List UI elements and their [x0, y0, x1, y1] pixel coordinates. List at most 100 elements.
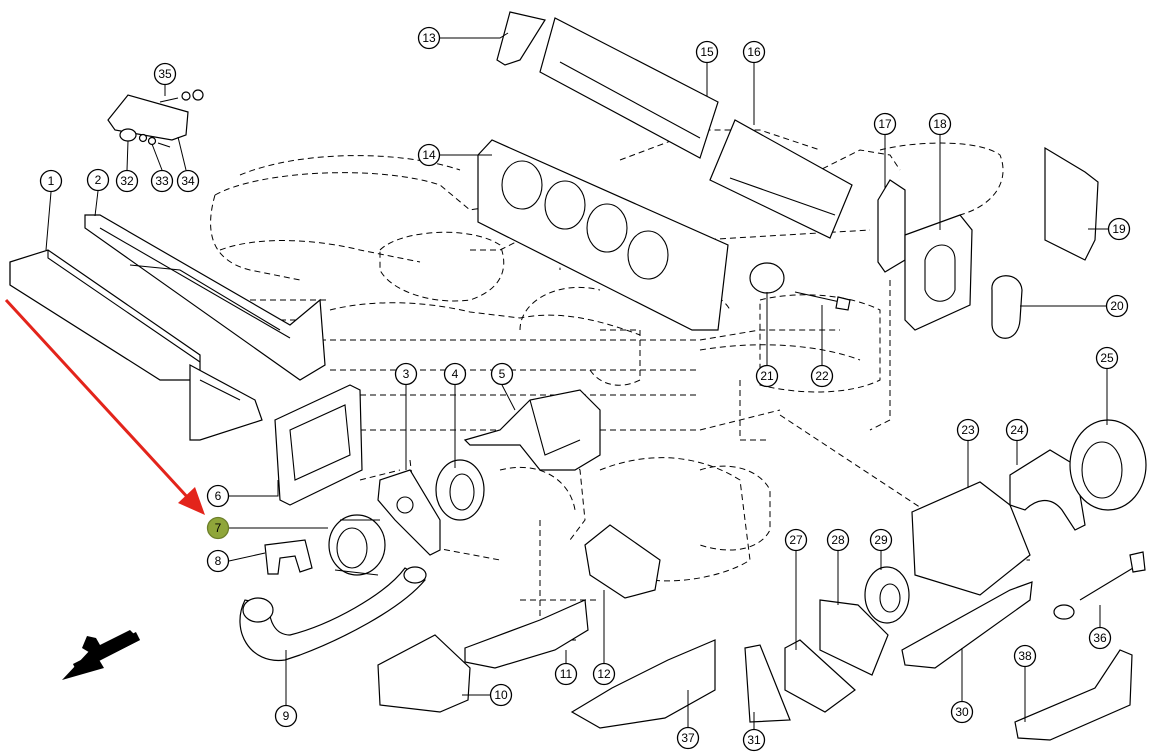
svg-text:9: 9	[283, 709, 290, 723]
svg-text:34: 34	[181, 174, 195, 188]
callout-29: 29	[869, 528, 893, 552]
svg-text:29: 29	[874, 533, 888, 547]
leader-lines	[45, 32, 1108, 729]
svg-text:7: 7	[215, 521, 222, 535]
part-24-gasket	[1009, 449, 1086, 531]
callout-27: 27	[784, 528, 808, 552]
callout-32: 32	[115, 169, 139, 193]
svg-text:18: 18	[933, 117, 947, 131]
part-17-bracket	[877, 179, 906, 273]
callout-33: 33	[150, 169, 174, 193]
svg-text:14: 14	[422, 148, 436, 162]
part-28-gasket	[819, 599, 889, 676]
svg-text:1: 1	[48, 174, 55, 188]
part-30-tray	[901, 581, 1033, 669]
part-2-rail	[84, 214, 326, 381]
svg-text:5: 5	[499, 367, 506, 381]
svg-text:23: 23	[961, 423, 975, 437]
red-annotation-arrow	[4, 298, 205, 515]
callout-22: 22	[810, 364, 834, 388]
callout-38: 38	[1013, 644, 1037, 668]
svg-text:16: 16	[747, 45, 761, 59]
svg-text:6: 6	[215, 489, 222, 503]
svg-text:28: 28	[831, 533, 845, 547]
part-27-plate	[784, 639, 856, 713]
part-4-seal	[435, 459, 485, 521]
callout-9: 9	[274, 704, 298, 728]
svg-text:20: 20	[1110, 299, 1124, 313]
svg-text:31: 31	[747, 733, 761, 747]
svg-text:38: 38	[1018, 649, 1032, 663]
callout-5: 5	[490, 362, 514, 386]
part-25-pulley	[1069, 419, 1147, 511]
callout-14: 14	[417, 143, 441, 167]
part-3-bracket	[377, 469, 441, 556]
callout-15: 15	[695, 40, 719, 64]
part-1-side-shroud	[9, 249, 263, 441]
callout-10: 10	[489, 683, 513, 707]
part-6-plate	[274, 384, 363, 506]
callout-20: 20	[1105, 294, 1129, 318]
svg-text:27: 27	[789, 533, 803, 547]
svg-text:30: 30	[955, 705, 969, 719]
part-38-bracket	[1014, 649, 1133, 741]
callout-31: 31	[742, 728, 766, 752]
callout-13: 13	[417, 26, 441, 50]
callout-24: 24	[1005, 418, 1029, 442]
svg-text:17: 17	[878, 117, 892, 131]
callout-7-highlighted: 7	[206, 516, 230, 540]
callout-19: 19	[1107, 217, 1131, 241]
callout-25: 25	[1095, 346, 1119, 370]
part-11-support	[464, 599, 589, 669]
heavy-arrow-down-left-icon	[62, 630, 141, 680]
svg-text:11: 11	[560, 667, 573, 681]
part-19-plate	[1044, 146, 1099, 261]
svg-text:10: 10	[494, 688, 508, 702]
callout-36: 36	[1088, 626, 1112, 650]
callout-12: 12	[592, 662, 616, 686]
part-32-fitting	[119, 128, 137, 142]
part-5-cover	[463, 389, 601, 471]
svg-text:37: 37	[681, 731, 695, 745]
part-15-channel	[539, 17, 719, 159]
part-29-seal	[864, 566, 910, 624]
part-33-hardware	[138, 133, 171, 148]
callout-4: 4	[443, 362, 467, 386]
part-9-pipe	[239, 566, 427, 662]
part-21-disc	[749, 262, 785, 294]
svg-text:21: 21	[760, 369, 774, 383]
callout-18: 18	[928, 112, 952, 136]
callout-2: 2	[86, 168, 110, 192]
svg-text:12: 12	[597, 667, 611, 681]
callout-3: 3	[394, 362, 418, 386]
callout-1: 1	[39, 169, 63, 193]
callout-11: 11	[554, 662, 578, 686]
part-37-bracket	[570, 639, 716, 729]
callout-34: 34	[176, 169, 200, 193]
callout-30: 30	[950, 700, 974, 724]
part-14-panel	[477, 139, 729, 331]
part-16-channel	[709, 119, 853, 239]
callout-16: 16	[742, 40, 766, 64]
callout-8: 8	[206, 549, 230, 573]
part-10-bracket	[377, 634, 471, 713]
callout-37: 37	[676, 726, 700, 750]
svg-text:8: 8	[215, 554, 222, 568]
svg-text:35: 35	[158, 67, 172, 81]
svg-text:32: 32	[120, 174, 134, 188]
svg-text:4: 4	[452, 367, 459, 381]
part-7-seal-ring	[328, 514, 386, 576]
part-13-bracket	[496, 11, 546, 66]
svg-text:25: 25	[1100, 351, 1114, 365]
part-22-bolt	[794, 291, 851, 311]
callout-35: 35	[153, 62, 177, 86]
part-35-hardware	[159, 89, 204, 103]
svg-text:2: 2	[95, 173, 102, 187]
part-8-clip	[264, 539, 313, 575]
svg-text:15: 15	[700, 45, 714, 59]
part-23-cover	[911, 481, 1031, 596]
callouts: 1 2 3 4 5 6 7 8 9 10 11 12 13 14 15 16 1…	[39, 26, 1131, 752]
callout-21: 21	[755, 364, 779, 388]
svg-text:24: 24	[1010, 423, 1024, 437]
